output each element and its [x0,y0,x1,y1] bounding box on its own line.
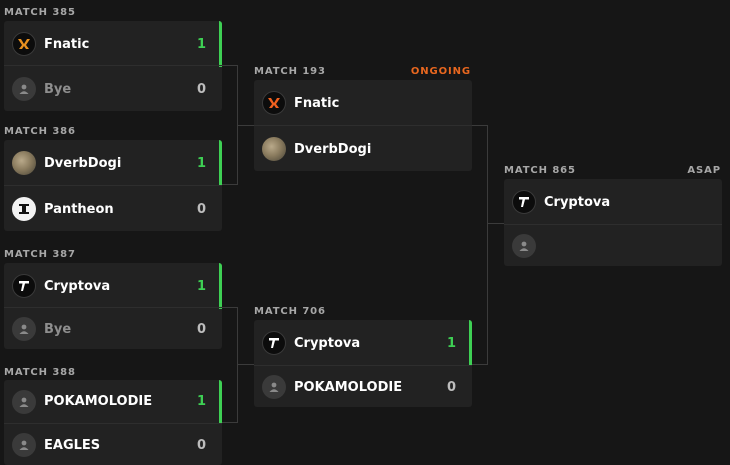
connector-line [487,125,488,365]
team-row[interactable]: DverbDogi [254,125,472,171]
user-placeholder-icon [12,317,36,341]
team-name: Cryptova [544,194,611,210]
match-card[interactable]: Fnatic DverbDogi [254,80,472,171]
team-row[interactable]: DverbDogi 1 [4,140,222,186]
team-name: DverbDogi [294,141,372,157]
match-label: MATCH 706 [254,306,326,317]
team-row[interactable]: Cryptova 1 [4,263,222,309]
team-name: Cryptova [294,335,361,351]
connector-line [487,223,504,224]
team-score: 1 [446,335,456,351]
connector-line [222,65,238,66]
team-score: 0 [196,201,206,217]
team-score: 0 [196,321,206,337]
match-card[interactable]: Fnatic 1 Bye 0 [4,21,222,111]
team-name: Bye [44,321,72,337]
team-name: DverbDogi [44,155,122,171]
status-badge: ASAP [687,165,721,176]
winner-indicator [219,380,222,423]
dverbdogi-avatar-icon [262,137,286,161]
team-score: 1 [196,36,206,52]
status-badge: ONGOING [410,66,471,77]
team-name: Pantheon [44,201,114,217]
team-score: 1 [196,394,206,409]
pantheon-logo-icon [12,197,36,221]
match-label: MATCH 385 [4,7,76,18]
connector-line [222,422,238,423]
match-card[interactable]: DverbDogi 1 Pantheon 0 [4,140,222,231]
team-name: Fnatic [294,95,340,111]
match-card[interactable]: Cryptova 1 Bye 0 [4,263,222,349]
team-row[interactable]: Fnatic 1 [4,21,222,67]
winner-indicator [219,21,222,67]
connector-line [472,364,488,365]
user-placeholder-icon [262,375,286,399]
connector-line [237,307,238,423]
connector-line [472,125,488,126]
match-label: MATCH 865 [504,165,576,176]
team-row[interactable] [504,224,722,266]
team-score: 0 [196,437,206,453]
team-name: POKAMOLODIE [44,394,153,409]
dverbdogi-avatar-icon [12,151,36,175]
connector-line [222,307,238,308]
team-row[interactable]: Bye 0 [4,65,222,111]
user-placeholder-icon [12,433,36,457]
cryptova-logo-icon [512,190,536,214]
cryptova-logo-icon [262,331,286,355]
fnatic-logo-icon [262,91,286,115]
match-card[interactable]: POKAMOLODIE 1 EAGLES 0 [4,380,222,465]
match-card[interactable]: Cryptova [504,179,722,266]
match-label: MATCH 387 [4,249,76,260]
team-row[interactable]: POKAMOLODIE 1 [4,380,222,423]
winner-indicator [219,263,222,309]
team-name: EAGLES [44,437,101,453]
team-name: Fnatic [44,36,90,52]
winner-indicator [219,140,222,186]
team-row[interactable]: Fnatic [254,80,472,126]
team-row[interactable]: Bye 0 [4,307,222,349]
team-score: 1 [196,155,206,171]
fnatic-logo-icon [12,32,36,56]
team-name: POKAMOLODIE [294,379,403,395]
team-score: 0 [446,379,456,395]
connector-line [222,184,238,185]
match-label: MATCH 386 [4,126,76,137]
team-row[interactable]: Pantheon 0 [4,185,222,231]
team-row[interactable]: Cryptova 1 [254,320,472,366]
connector-line [237,364,254,365]
user-placeholder-icon [12,389,36,414]
team-name: Cryptova [44,278,111,294]
match-label: MATCH 193 [254,66,326,77]
cryptova-logo-icon [12,274,36,298]
team-row[interactable]: EAGLES 0 [4,423,222,465]
team-name: Bye [44,81,72,97]
connector-line [237,125,254,126]
user-placeholder-icon [512,234,536,258]
match-card[interactable]: Cryptova 1 POKAMOLODIE 0 [254,320,472,407]
team-row[interactable]: Cryptova [504,179,722,225]
match-label: MATCH 388 [4,367,76,378]
team-score: 1 [196,278,206,294]
user-placeholder-icon [12,77,36,101]
winner-indicator [469,320,472,366]
team-score: 0 [196,81,206,97]
team-row[interactable]: POKAMOLODIE 0 [254,365,472,407]
